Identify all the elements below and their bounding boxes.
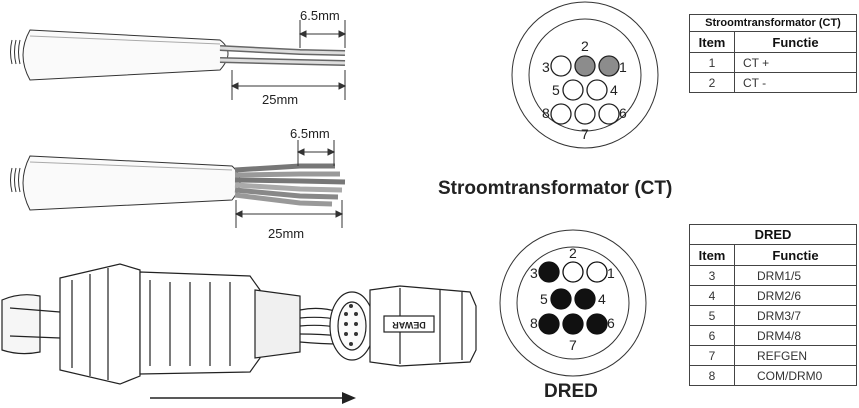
dred-label-3: 3 <box>530 265 538 281</box>
dred-pin-1 <box>586 261 608 283</box>
ct-pin-6 <box>598 103 620 125</box>
bottom-outer-strip-label: 25mm <box>268 226 304 241</box>
ct-pin-8 <box>550 103 572 125</box>
dred-pin-7 <box>562 313 584 335</box>
dred-pin-4 <box>574 288 596 310</box>
ct-label-3: 3 <box>542 59 550 75</box>
dred-label-7: 7 <box>569 337 577 353</box>
dred-function-cell: DRM3/7 <box>734 305 857 326</box>
ct-pin-5 <box>562 79 584 101</box>
dred-item-cell: 5 <box>689 305 735 326</box>
dred-label-4: 4 <box>598 291 606 307</box>
ct-table-header-function: Functie <box>734 31 857 53</box>
top-inner-strip-label: 6.5mm <box>300 8 340 23</box>
dred-label-2: 2 <box>569 245 577 261</box>
dred-function-cell: COM/DRM0 <box>734 365 857 386</box>
ct-pin-1 <box>598 55 620 77</box>
dred-table-header-function: Functie <box>734 244 857 266</box>
bottom-inner-strip-label: 6.5mm <box>290 126 330 141</box>
ct-item-cell: 2 <box>689 72 735 93</box>
ct-pin-2 <box>574 55 596 77</box>
dred-item-cell: 4 <box>689 285 735 306</box>
dred-function-cell: DRM4/8 <box>734 325 857 346</box>
table-row: 6 DRM4/8 <box>689 325 857 346</box>
ct-label-5: 5 <box>552 82 560 98</box>
ct-function-cell: CT + <box>734 52 857 73</box>
dred-pin-2 <box>562 261 584 283</box>
dred-function-cell: DRM1/5 <box>734 265 857 286</box>
dred-table-header-item: Item <box>689 244 735 266</box>
connector-brand-label: DEWAR <box>392 320 426 330</box>
dred-item-cell: 3 <box>689 265 735 286</box>
dred-label-5: 5 <box>540 291 548 307</box>
dred-table-title: DRED <box>689 224 857 245</box>
ct-pin-3 <box>550 55 572 77</box>
dred-pin-8 <box>538 313 560 335</box>
ct-label-1: 1 <box>619 59 627 75</box>
ct-table-header-item: Item <box>689 31 735 53</box>
table-row: 3 DRM1/5 <box>689 265 857 286</box>
ct-function-cell: CT - <box>734 72 857 93</box>
ct-heading: Stroomtransformator (CT) <box>438 178 673 199</box>
ct-pin-4 <box>586 79 608 101</box>
table-row: 8 COM/DRM0 <box>689 365 857 386</box>
cable-strip-bottom <box>10 140 346 228</box>
dred-pin-5 <box>550 288 572 310</box>
ct-label-6: 6 <box>619 105 627 121</box>
dred-label-6: 6 <box>607 315 615 331</box>
table-row: 5 DRM3/7 <box>689 305 857 326</box>
ct-label-7: 7 <box>581 126 589 142</box>
ct-connector-face: 2 1 3 4 5 6 7 8 <box>511 1 659 149</box>
dred-function-cell: DRM2/6 <box>734 285 857 306</box>
dred-pin-3 <box>538 261 560 283</box>
ct-pin-7-circle <box>574 103 596 125</box>
table-row: 4 DRM2/6 <box>689 285 857 306</box>
table-row: 1 CT + <box>689 52 857 73</box>
ct-table-title: Stroomtransformator (CT) <box>689 14 857 32</box>
ct-label-4: 4 <box>610 82 618 98</box>
dred-heading: DRED <box>544 381 598 402</box>
ct-label-2: 2 <box>581 38 589 54</box>
dred-item-cell: 8 <box>689 365 735 386</box>
connector-assembly <box>1 263 477 385</box>
insertion-arrow <box>150 392 356 404</box>
ct-label-8: 8 <box>542 105 550 121</box>
dred-item-cell: 6 <box>689 325 735 346</box>
ct-item-cell: 1 <box>689 52 735 73</box>
table-row: 7 REFGEN <box>689 345 857 366</box>
dred-label-8: 8 <box>530 315 538 331</box>
dred-item-cell: 7 <box>689 345 735 366</box>
dred-function-table: DRED Item Functie 3 DRM1/5 4 DRM2/6 5 DR… <box>689 224 857 386</box>
dred-connector-face: 2 1 3 4 5 6 7 8 <box>499 229 647 377</box>
top-outer-strip-label: 25mm <box>262 92 298 107</box>
table-row: 2 CT - <box>689 72 857 93</box>
dred-pin-6 <box>586 313 608 335</box>
dred-function-cell: REFGEN <box>734 345 857 366</box>
cable-strip-top <box>10 20 347 100</box>
ct-function-table: Stroomtransformator (CT) Item Functie 1 … <box>689 14 857 93</box>
dred-label-1: 1 <box>607 265 615 281</box>
